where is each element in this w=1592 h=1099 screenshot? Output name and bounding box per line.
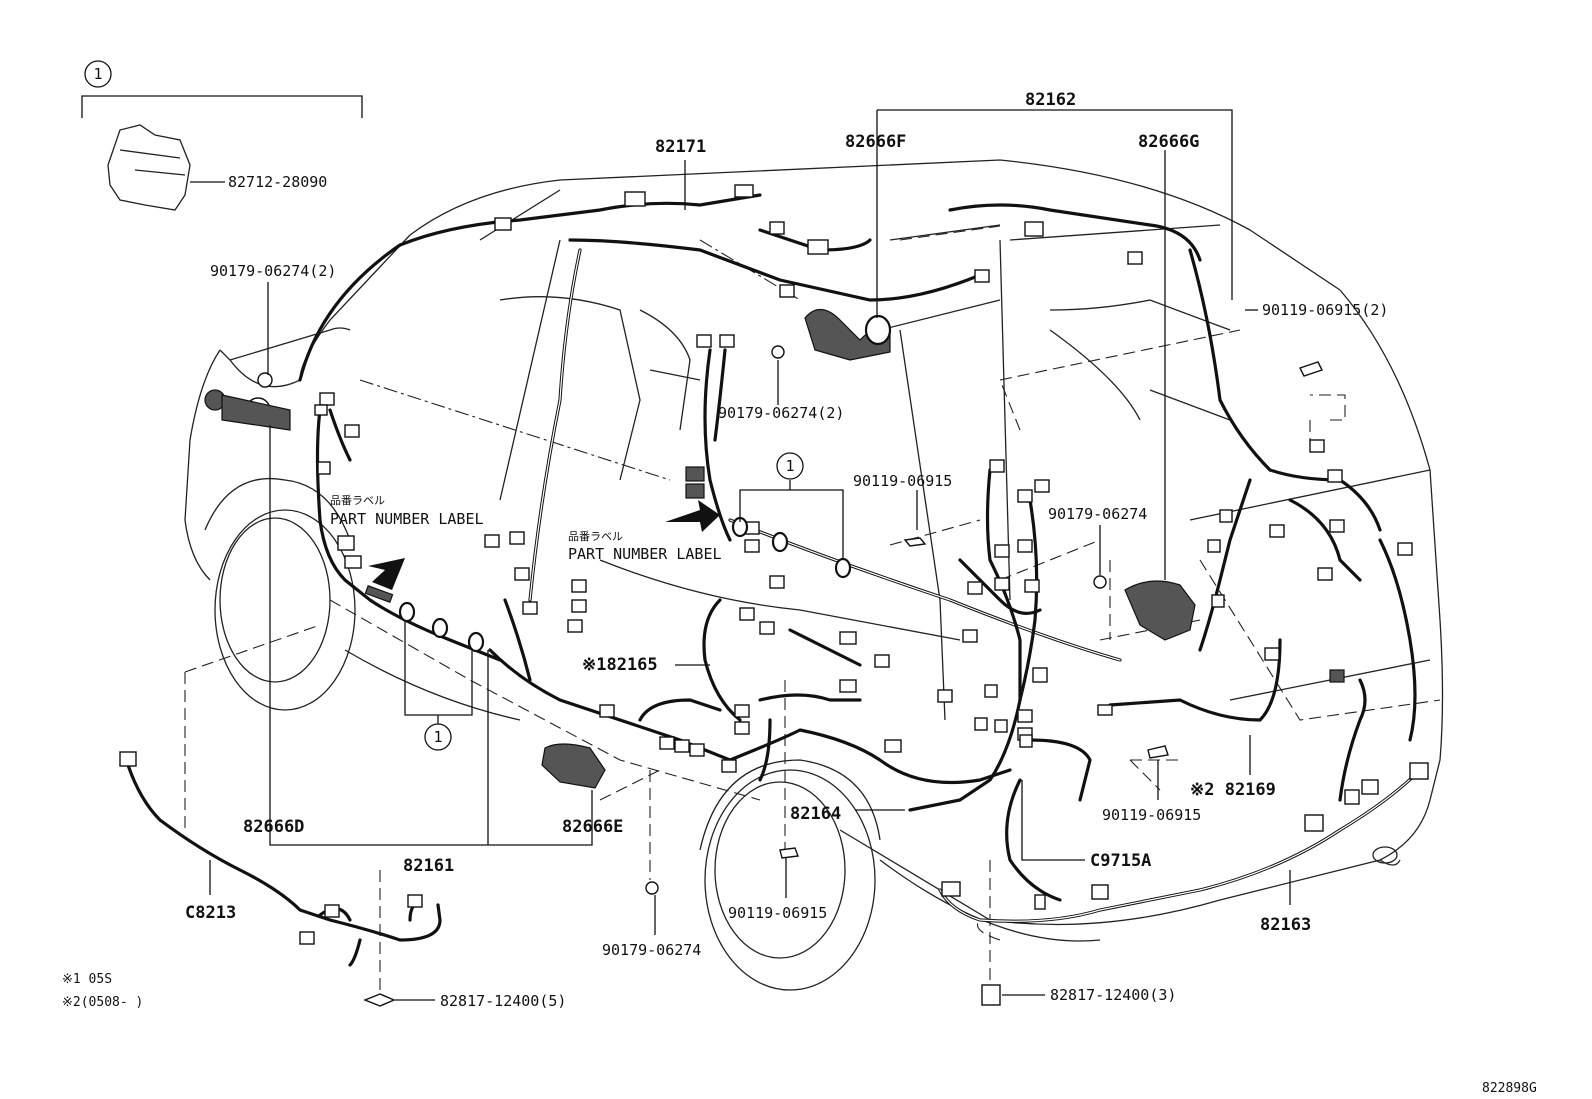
callout-labels: 82712-28090 90179-06274(2) 82171 82162 8… bbox=[62, 90, 1537, 1096]
callout-90179-06274-2-center: 90179-06274(2) bbox=[718, 404, 844, 422]
callout-82666D: 82666D bbox=[243, 817, 304, 837]
marker-circle-top bbox=[84, 60, 112, 88]
callout-90119-06915-2: 90119-06915(2) bbox=[1262, 301, 1388, 319]
callout-82171: 82171 bbox=[655, 137, 706, 157]
marker-circle-lower bbox=[424, 723, 452, 751]
callout-82712-28090: 82712-28090 bbox=[228, 173, 327, 191]
callout-82666F: 82666F bbox=[845, 132, 906, 152]
marker-text-top: 1 bbox=[93, 65, 102, 83]
part-number-label-left: PART NUMBER LABEL bbox=[330, 510, 484, 528]
callout-90179-06274-bottom: 90179-06274 bbox=[602, 941, 701, 959]
callout-90179-06274-2-front: 90179-06274(2) bbox=[210, 262, 336, 280]
footnote-2: ※2(0508- ) bbox=[62, 995, 143, 1010]
callout-82169: ※2 82169 bbox=[1190, 780, 1276, 800]
callout-82666G: 82666G bbox=[1138, 132, 1199, 152]
wiring-harnesses bbox=[126, 193, 1422, 967]
vehicle-body-outline bbox=[184, 159, 1444, 991]
callout-90179-06274-right: 90179-06274 bbox=[1048, 505, 1147, 523]
callout-82817-12400-3: 82817-12400(3) bbox=[1050, 986, 1176, 1004]
callout-82161: 82161 bbox=[403, 856, 454, 876]
parts bbox=[107, 124, 1323, 1007]
part-number-label-jp-center: 品番ラベル bbox=[568, 530, 623, 543]
callout-82164: 82164 bbox=[790, 804, 841, 824]
circle-markers: 1 1 1 bbox=[84, 60, 804, 751]
marker-text-center: 1 bbox=[785, 457, 794, 475]
callout-90119-06915-rear: 90119-06915 bbox=[1102, 806, 1201, 824]
footnote-1: ※1 05S bbox=[62, 972, 112, 987]
callout-C8213: C8213 bbox=[185, 903, 236, 923]
callout-82666E: 82666E bbox=[562, 817, 623, 837]
callout-90119-06915-center: 90119-06915 bbox=[853, 472, 952, 490]
connectors bbox=[119, 184, 1429, 945]
part-number-label-jp-left: 品番ラベル bbox=[330, 494, 385, 507]
marker-circle-center bbox=[776, 452, 804, 480]
callout-82162: 82162 bbox=[1025, 90, 1076, 110]
part-number-label-center: PART NUMBER LABEL bbox=[568, 545, 722, 563]
marker-text-lower: 1 bbox=[433, 728, 442, 746]
callout-82163: 82163 bbox=[1260, 915, 1311, 935]
callout-90119-06915-bottom: 90119-06915 bbox=[728, 904, 827, 922]
callout-82165: ※182165 bbox=[582, 655, 658, 675]
figure-id: 822898G bbox=[1482, 1081, 1537, 1096]
callout-82817-12400-5: 82817-12400(5) bbox=[440, 992, 566, 1010]
leader-lines bbox=[81, 95, 1291, 1001]
callout-C9715A: C9715A bbox=[1090, 851, 1151, 871]
